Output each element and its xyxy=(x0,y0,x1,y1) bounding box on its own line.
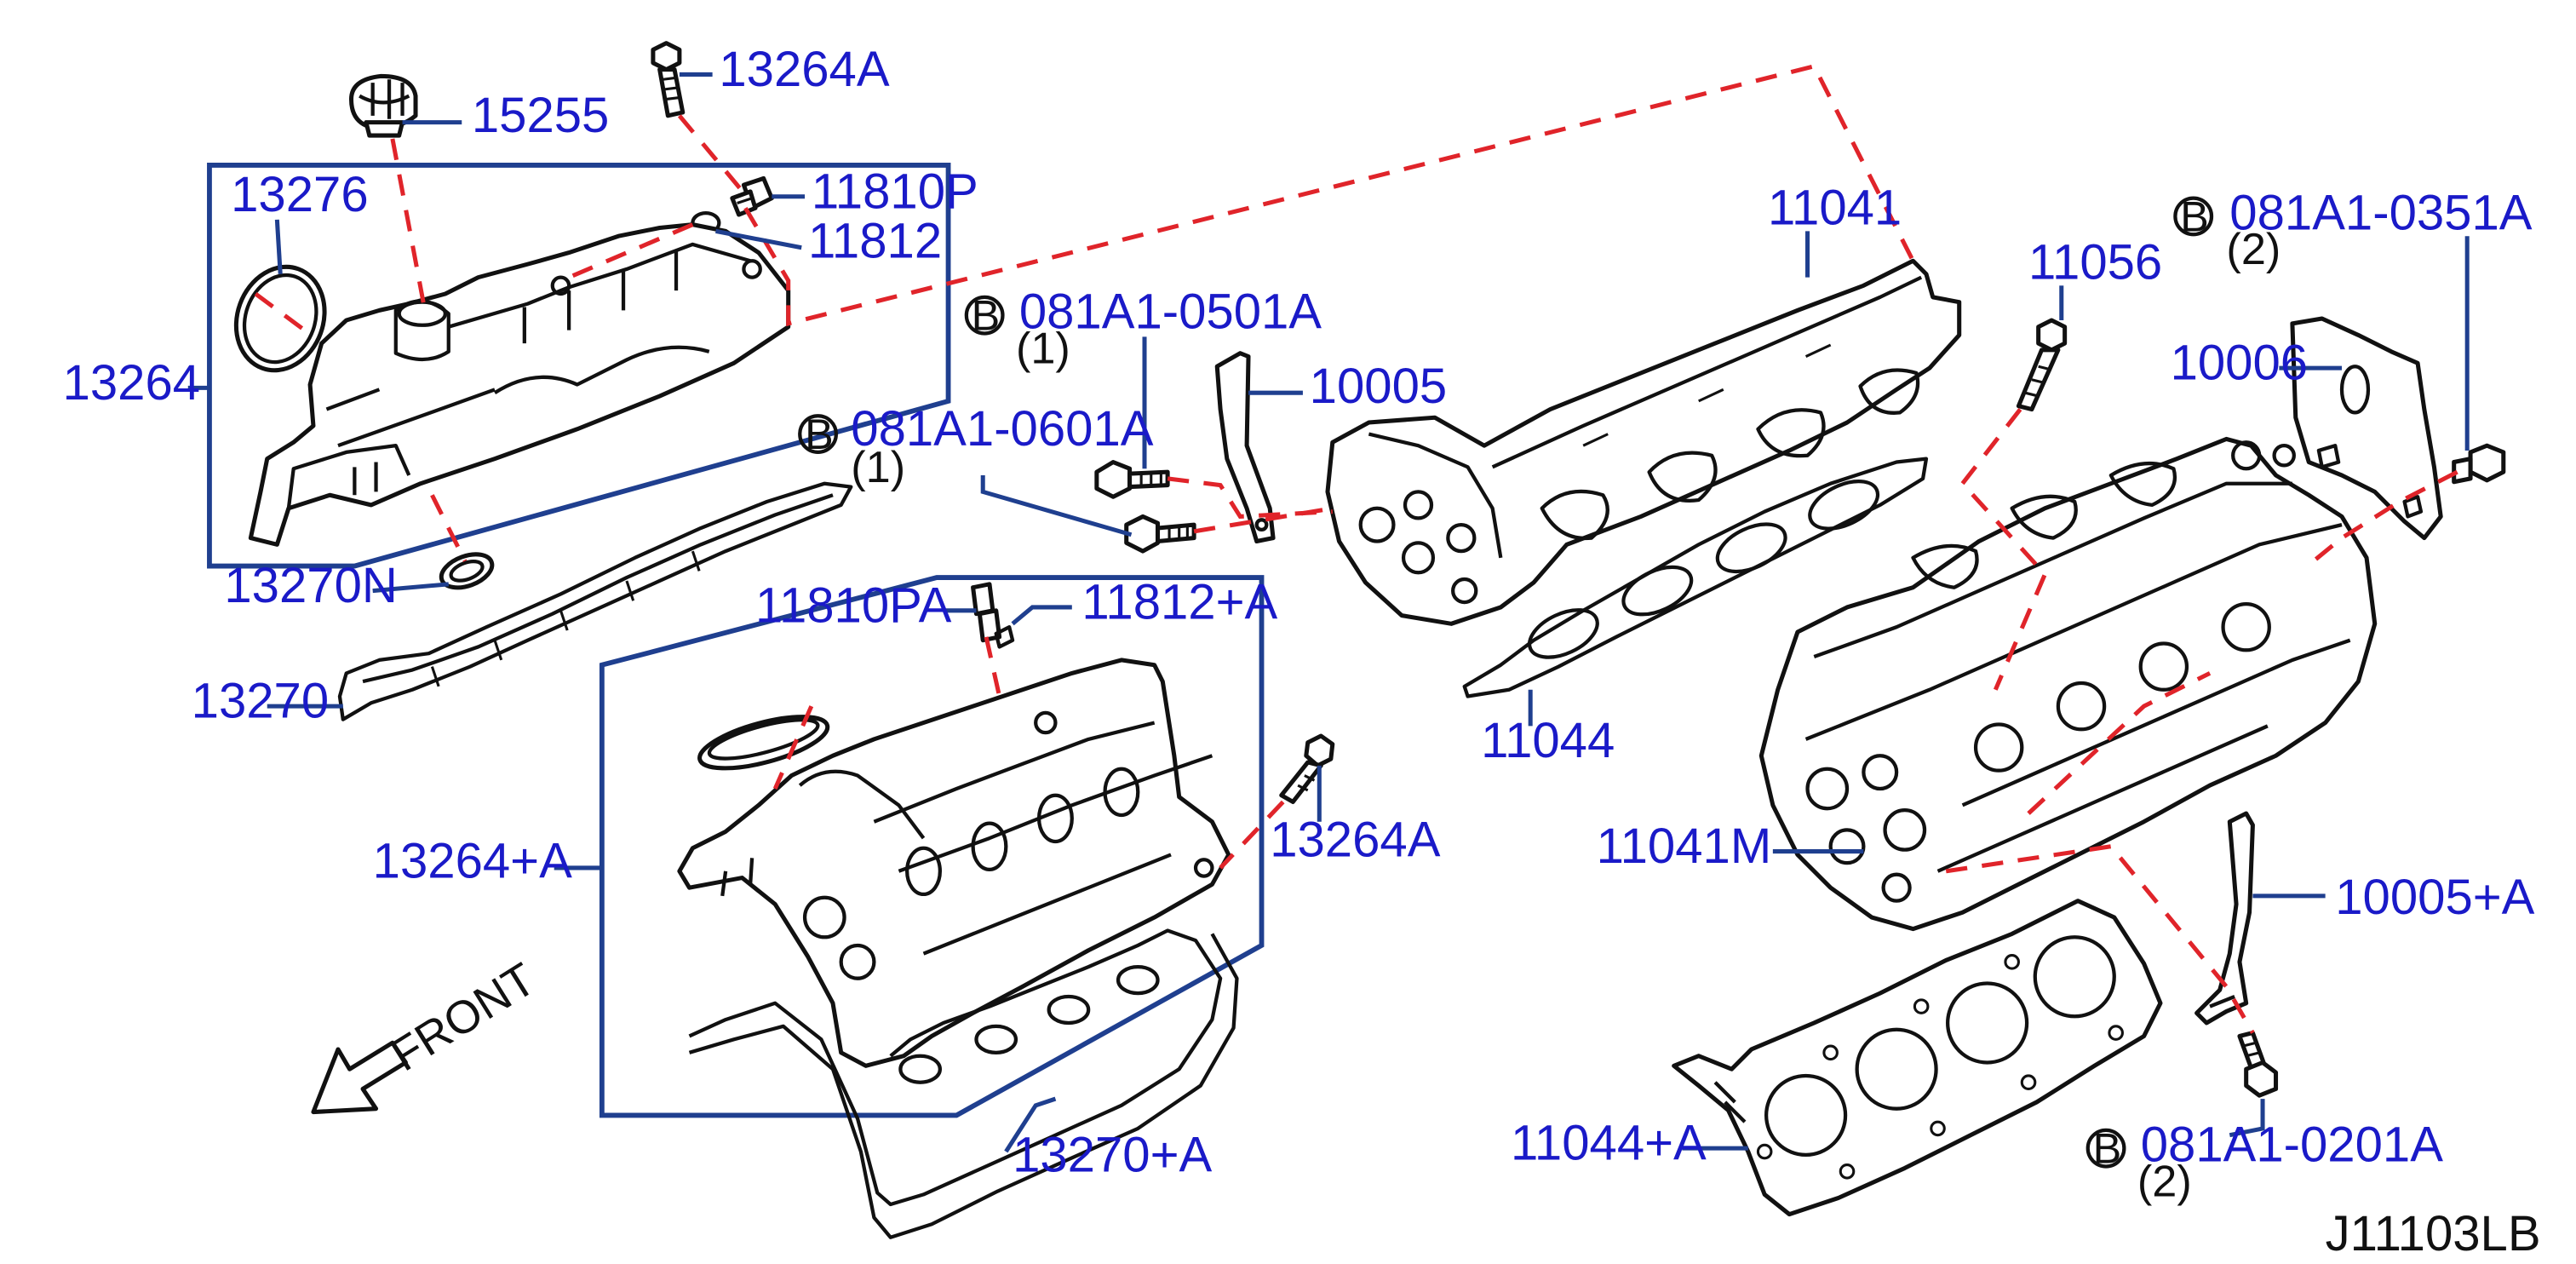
badge-letter: B xyxy=(2180,192,2209,240)
bracket-icon[interactable] xyxy=(2290,316,2443,541)
callout-11044-plus-A[interactable]: 11044+A xyxy=(1511,1116,1707,1171)
callout-11041[interactable]: 11041 xyxy=(1768,181,1902,236)
lower-cover-frame xyxy=(599,575,1265,1118)
callout-11056[interactable]: 11056 xyxy=(2028,235,2162,290)
callout-13276[interactable]: 13276 xyxy=(231,167,369,222)
upper-cover-frame xyxy=(207,163,951,569)
bolt-callout-0201: B 081A1-0201A (2) xyxy=(2085,1117,2443,1206)
head-gasket-icon[interactable] xyxy=(1672,899,2163,1217)
bolt-qty-0601: (1) xyxy=(851,443,905,492)
bolt-icon[interactable] xyxy=(2452,443,2506,485)
callout-13270N[interactable]: 13270N xyxy=(224,558,397,613)
bracket-icon[interactable] xyxy=(2194,811,2255,1026)
head-gasket-icon[interactable] xyxy=(1462,457,1929,698)
callout-10005-plus-A[interactable]: 10005+A xyxy=(2335,870,2534,925)
callout-11810PA[interactable]: 11810PA xyxy=(755,577,952,633)
bolt-icon[interactable] xyxy=(1124,514,1196,554)
o-ring-icon[interactable] xyxy=(695,706,833,779)
callout-13270-plus-A[interactable]: 13270+A xyxy=(1013,1127,1212,1182)
badge-letter: B xyxy=(2093,1124,2122,1173)
assembly-connectors xyxy=(254,63,2458,1034)
rocker-cover-icon[interactable] xyxy=(677,658,1231,1068)
bracket-icon[interactable] xyxy=(1214,351,1276,544)
bolt-icon[interactable] xyxy=(1094,460,1170,499)
rocker-gasket-icon[interactable] xyxy=(688,928,1239,1239)
callout-13270[interactable]: 13270 xyxy=(192,674,330,729)
o-ring-icon[interactable] xyxy=(222,255,339,383)
bolt-part-0501[interactable]: 081A1-0501A xyxy=(1019,284,1322,340)
bolt-callout-0501: B 081A1-0501A (1) xyxy=(964,284,1322,373)
bolt-icon[interactable] xyxy=(1279,733,1335,804)
bolt-part-0351[interactable]: 081A1-0351A xyxy=(2229,185,2532,240)
callout-10006[interactable]: 10006 xyxy=(2171,336,2309,391)
bolt-qty-0501: (1) xyxy=(1016,324,1070,373)
bolt-callout-0601: B 081A1-0601A (1) xyxy=(798,401,1154,492)
rocker-cover-icon[interactable] xyxy=(248,222,791,547)
front-arrow-icon xyxy=(311,1040,408,1115)
bolt-callout-0351: B 081A1-0351A (2) xyxy=(2173,185,2533,274)
callout-labels: 15255 13264A 11810P 11812 13276 13264 13… xyxy=(63,42,2535,1182)
callout-13264-plus-A[interactable]: 13264+A xyxy=(373,834,572,889)
rocker-gasket-icon[interactable] xyxy=(337,481,853,721)
callout-11812-plus-A[interactable]: 11812+A xyxy=(1081,575,1277,630)
bolt-icon[interactable] xyxy=(2016,318,2068,412)
callout-15255[interactable]: 15255 xyxy=(472,88,610,143)
bolt-icon[interactable] xyxy=(651,41,686,118)
callout-11044[interactable]: 11044 xyxy=(1481,713,1615,768)
callout-11041M[interactable]: 11041M xyxy=(1597,819,1772,874)
callout-13264A-top[interactable]: 13264A xyxy=(719,42,890,97)
bolt-part-0201[interactable]: 081A1-0201A xyxy=(2141,1117,2443,1173)
cylinder-head-icon[interactable] xyxy=(1325,258,1962,626)
badge-letter: B xyxy=(805,410,834,458)
callout-11812[interactable]: 11812 xyxy=(808,213,942,268)
diagram-code: J11103LB xyxy=(2326,1206,2541,1261)
o-ring-icon[interactable] xyxy=(994,625,1015,649)
front-label: FRONT xyxy=(382,953,544,1081)
bolt-part-0601[interactable]: 081A1-0601A xyxy=(851,401,1153,457)
bolt-qty-0201: (2) xyxy=(2137,1157,2192,1206)
badge-letter: B xyxy=(972,291,1001,340)
bolt-qty-0351: (2) xyxy=(2226,225,2281,274)
oil-filler-cap-icon[interactable] xyxy=(348,73,418,138)
sensor-icon[interactable] xyxy=(971,582,1002,643)
cylinder-head-icon[interactable] xyxy=(1758,436,2378,932)
callout-13264[interactable]: 13264 xyxy=(63,355,201,411)
callout-13264A-mid[interactable]: 13264A xyxy=(1270,812,1441,867)
bolt-icon[interactable] xyxy=(2237,1031,2279,1098)
callout-10005[interactable]: 10005 xyxy=(1310,359,1448,414)
callout-11810P[interactable]: 11810P xyxy=(812,164,978,219)
o-ring-icon[interactable] xyxy=(437,548,496,594)
leader-lines xyxy=(187,72,2470,1153)
